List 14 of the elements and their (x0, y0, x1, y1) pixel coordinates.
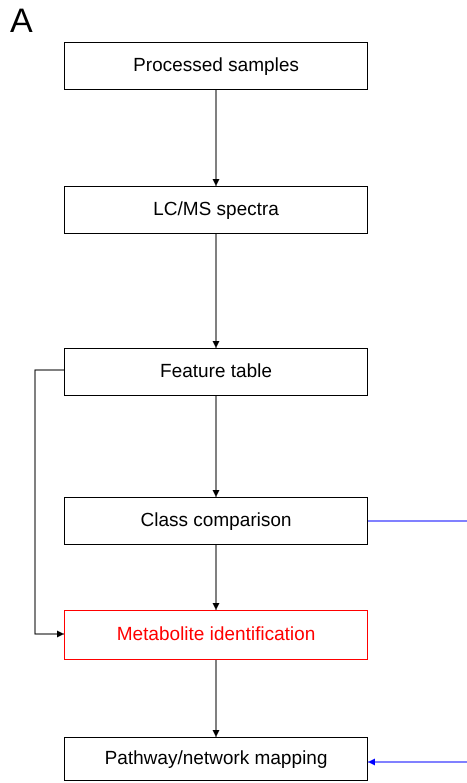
process-box: Pathway/network mapping (64, 737, 368, 781)
arrow (212, 90, 220, 186)
process-box: Processed samples (64, 42, 368, 90)
process-box: LC/MS spectra (64, 186, 368, 234)
arrow (212, 544, 220, 610)
arrow (34, 370, 64, 638)
process-box: Class comparison (64, 497, 368, 545)
arrow (368, 758, 467, 766)
arrow (212, 234, 220, 348)
process-box: Feature table (64, 348, 368, 396)
panel-letter: A (10, 4, 33, 38)
process-box: Metabolite identification (64, 610, 368, 660)
arrow (212, 660, 220, 738)
arrow (212, 396, 220, 498)
